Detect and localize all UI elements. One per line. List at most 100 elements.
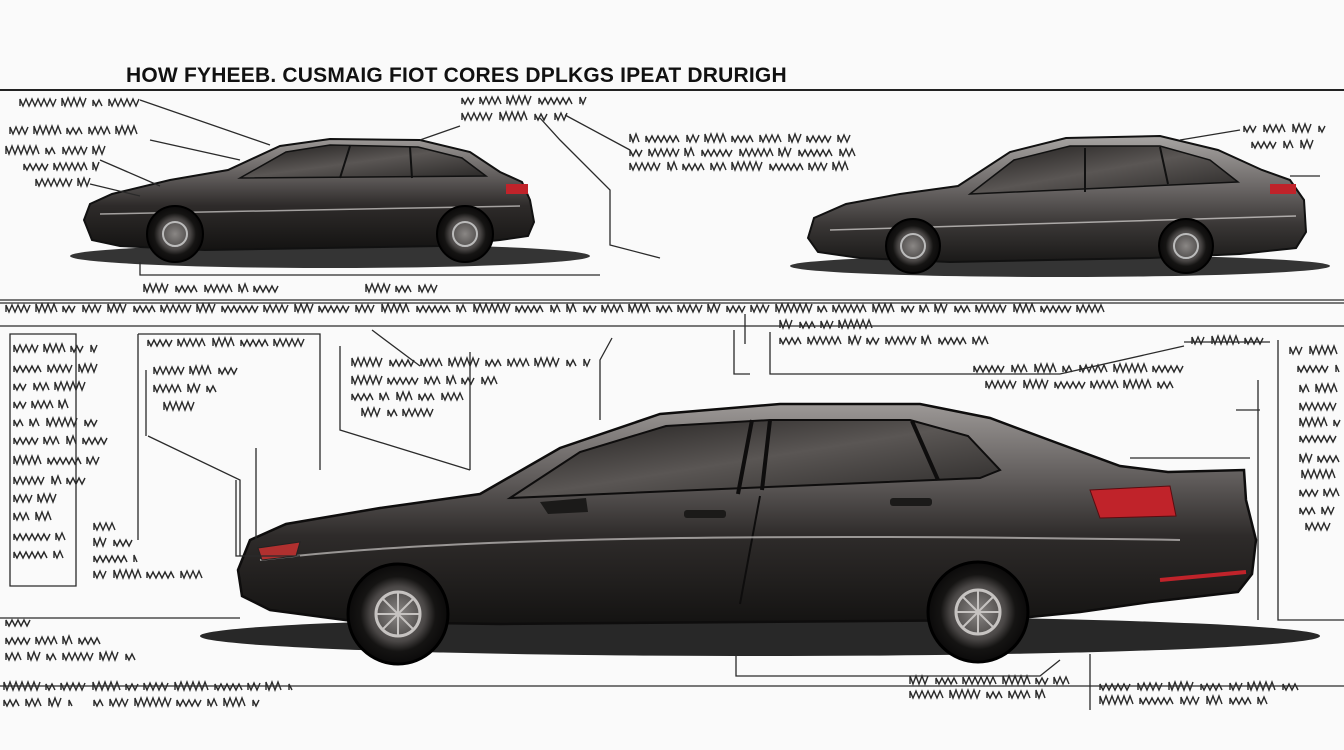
scribble-mark bbox=[629, 132, 851, 144]
scribble-mark bbox=[13, 398, 69, 410]
callout-line bbox=[1277, 340, 1344, 621]
car-main-front-door-handle bbox=[684, 510, 726, 518]
car-main-front-spokes bbox=[376, 592, 420, 636]
scribble-mark bbox=[93, 521, 116, 532]
car-main-rear-reflector bbox=[1159, 570, 1247, 582]
car-top-left-tail-light bbox=[506, 184, 528, 194]
scribble-mark bbox=[13, 474, 86, 486]
callout-line bbox=[599, 337, 613, 420]
car-top-right-rear-wheel bbox=[1158, 218, 1214, 274]
callout-line bbox=[769, 332, 1185, 375]
scribble-mark bbox=[351, 390, 464, 402]
car-main-side-mirror bbox=[540, 498, 588, 514]
scribble-mark bbox=[19, 96, 140, 108]
scribble-mark bbox=[629, 146, 856, 158]
scribble-mark bbox=[147, 336, 305, 348]
callout-line bbox=[1179, 129, 1241, 141]
scribble-mark bbox=[13, 380, 86, 392]
scribble-mark bbox=[461, 94, 587, 106]
scribble-mark bbox=[9, 124, 138, 136]
car-top-left-pillars bbox=[339, 145, 413, 179]
car-main-door-seam bbox=[739, 495, 761, 605]
scribble-mark bbox=[13, 416, 98, 428]
callout-line bbox=[89, 183, 141, 197]
callout-line bbox=[139, 99, 271, 146]
car-top-right bbox=[790, 134, 1330, 277]
car-main-glass bbox=[506, 419, 1002, 500]
car-top-right-rear-hub bbox=[1173, 233, 1199, 259]
scribble-mark bbox=[1299, 487, 1340, 498]
callout-line bbox=[9, 333, 77, 587]
callout-line bbox=[733, 330, 750, 375]
scribble-mark bbox=[1297, 364, 1340, 374]
scribble-mark bbox=[1299, 505, 1335, 516]
scribble-mark bbox=[1191, 334, 1264, 346]
scribble-mark bbox=[909, 674, 1070, 686]
scribble-mark bbox=[153, 364, 238, 376]
scribble-mark bbox=[13, 342, 98, 354]
car-top-left bbox=[70, 137, 590, 268]
car-top-left-front-wheel bbox=[146, 205, 204, 263]
car-main-shadow bbox=[200, 616, 1320, 656]
scribble-mark bbox=[13, 454, 100, 466]
scribble-mark bbox=[461, 110, 568, 122]
car-top-left-glass bbox=[237, 144, 489, 179]
car-main-highlight bbox=[259, 535, 1181, 561]
callout-line bbox=[235, 480, 300, 557]
scribble-mark bbox=[1299, 434, 1337, 444]
car-top-left-rear-hub bbox=[452, 221, 478, 247]
car-main-tail-light bbox=[1089, 485, 1177, 519]
scribble-mark bbox=[13, 510, 52, 522]
car-main-rear-spokes bbox=[956, 590, 1000, 634]
callout-line bbox=[539, 117, 661, 259]
car-top-right-front-hub bbox=[900, 233, 926, 259]
scribble-mark bbox=[1243, 122, 1326, 134]
scribble-mark bbox=[779, 318, 873, 330]
scribble-mark bbox=[779, 334, 989, 346]
callout-line bbox=[147, 435, 241, 556]
scribble-mark bbox=[13, 549, 64, 560]
scribble-mark bbox=[93, 554, 138, 564]
car-top-right-pillars bbox=[1084, 146, 1169, 192]
scribble-mark bbox=[1305, 521, 1331, 532]
scribble-mark bbox=[1299, 452, 1340, 464]
scribble-mark bbox=[1299, 382, 1338, 394]
scribble-mark bbox=[361, 406, 434, 418]
diagram-title: HOW FYHEEB. CUSMAIG FIOT CORES DPLKGS IP… bbox=[126, 64, 787, 87]
scribble-mark bbox=[1099, 680, 1299, 692]
callout-line bbox=[339, 346, 471, 471]
car-top-right-glass bbox=[967, 145, 1241, 195]
car-top-left-rear-wheel bbox=[436, 205, 494, 263]
scribble-mark bbox=[5, 650, 136, 662]
callout-line bbox=[99, 159, 161, 187]
scribble-mark bbox=[1099, 694, 1268, 706]
car-top-right-tail-light bbox=[1270, 184, 1296, 194]
scribble-mark bbox=[163, 400, 195, 412]
scribble-mark bbox=[5, 634, 101, 646]
callout-line bbox=[149, 139, 241, 161]
scribble-mark bbox=[1251, 138, 1314, 150]
scribble-mark bbox=[93, 696, 260, 708]
scribble-mark bbox=[35, 176, 91, 188]
callout-line bbox=[139, 262, 600, 276]
scribble-mark bbox=[153, 382, 217, 394]
car-main-pillars bbox=[736, 419, 940, 495]
scribble-mark bbox=[1299, 416, 1341, 428]
scribble-mark bbox=[1301, 468, 1336, 480]
scribble-mark bbox=[5, 302, 1105, 314]
car-main bbox=[200, 402, 1320, 666]
scribble-mark bbox=[13, 492, 57, 504]
car-top-right-front-wheel bbox=[885, 218, 941, 274]
car-main-rear-door-handle bbox=[890, 498, 932, 506]
scribble-mark bbox=[93, 568, 203, 580]
annotation-scribbles bbox=[3, 94, 1341, 708]
scribble-mark bbox=[13, 434, 108, 446]
scribble-mark bbox=[351, 374, 498, 386]
scribble-mark bbox=[973, 362, 1184, 374]
scribble-mark bbox=[3, 680, 293, 692]
car-top-left-front-hub bbox=[162, 221, 188, 247]
scribble-mark bbox=[3, 696, 73, 708]
callout-line bbox=[564, 114, 631, 151]
scribble-mark bbox=[629, 160, 849, 172]
